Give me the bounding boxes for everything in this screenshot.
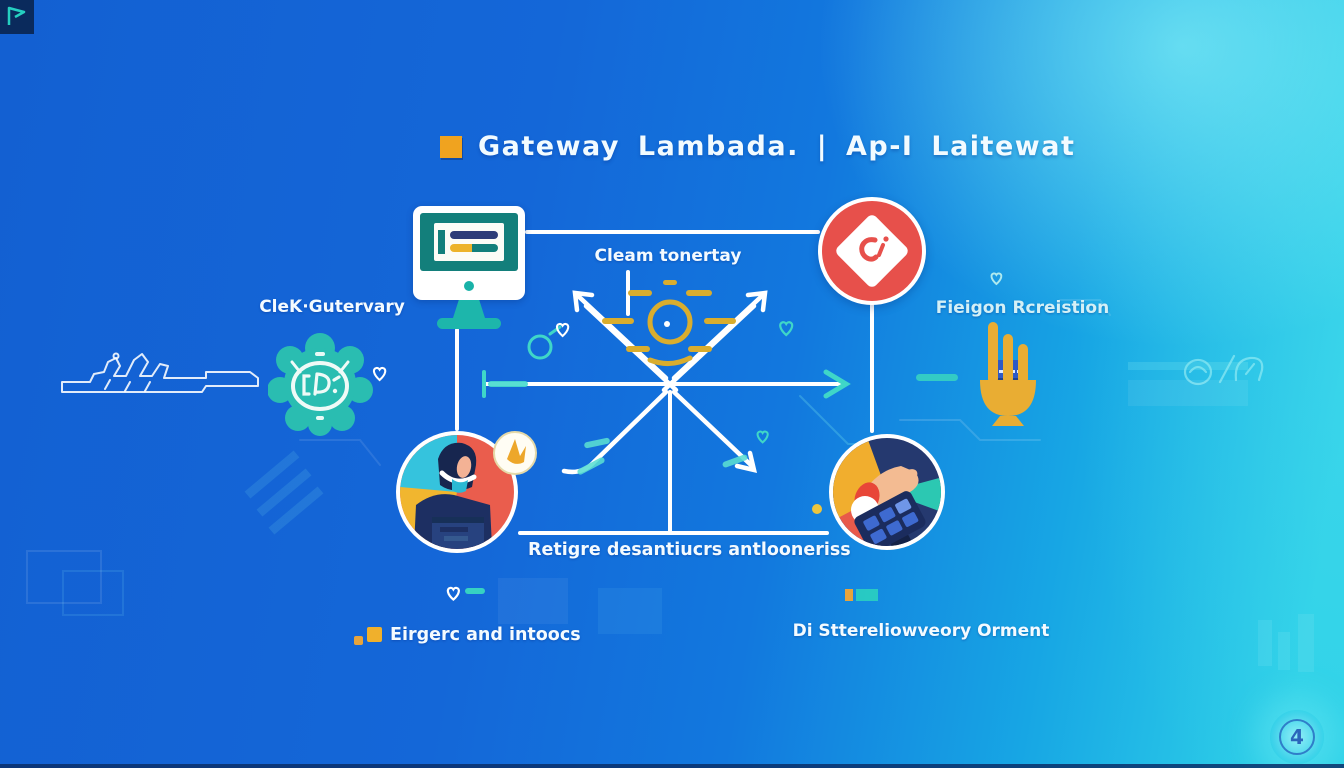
hook-glyph-icon (859, 236, 889, 262)
page-title: Gateway Lambada. | Ap-I Laitewat (440, 131, 1074, 162)
bar (450, 244, 498, 252)
arrow-horizontal-icon (482, 369, 851, 399)
bar (438, 230, 445, 254)
label-clean: Cleam tonertay (594, 246, 742, 266)
heart-doodle-icon (756, 430, 769, 444)
monitor-screen (420, 213, 518, 271)
sketch-doodle-left-icon (61, 352, 259, 393)
number-badge-icon: 4 (1270, 710, 1324, 764)
label-bottom-left: Eirgerc and intoocs (390, 625, 581, 645)
corner-mark (0, 0, 34, 34)
monitor-icon (413, 206, 525, 336)
orange-square-icon (354, 636, 363, 645)
alert-diamond-icon (818, 197, 926, 305)
yellow-dot (812, 504, 822, 514)
label-process: Retigre desantiucrs antlooneriss (528, 540, 851, 560)
heart-doodle-icon (990, 272, 1003, 286)
heart-doodle-icon (555, 322, 570, 338)
orange-square-icon (845, 589, 853, 601)
label-gateway: CleK·Gutervary (259, 297, 405, 317)
flame-badge-icon (493, 431, 537, 475)
monitor-body (413, 206, 525, 300)
teal-dashes (577, 437, 748, 475)
label-recognition: Fieigon Rcreistion (935, 298, 1110, 318)
alert-diamond (833, 212, 911, 290)
teal-square-icon (856, 589, 878, 601)
arrow-down-left-icon (561, 389, 669, 475)
person-avatar-icon (396, 431, 537, 553)
hand-trophy-icon (980, 322, 1036, 426)
sun-icon (602, 280, 736, 366)
bottom-strip (0, 764, 1344, 768)
monitor-panel (434, 223, 504, 261)
arrow-down-right-icon (671, 389, 758, 474)
page-title-text: Gateway Lambada. | Ap-I Laitewat (478, 131, 1076, 162)
teal-dash (916, 374, 958, 381)
hands-calculator-icon (829, 434, 945, 550)
orange-square-icon (440, 135, 462, 158)
gear-blob-icon (268, 333, 373, 436)
orange-square-icon (367, 627, 382, 642)
number-badge-ring: 4 (1279, 719, 1315, 755)
sketch-doodle-right-icon (1183, 354, 1264, 386)
heart-doodle-icon (372, 366, 387, 382)
monitor-base (437, 318, 501, 329)
number-badge-value: 4 (1290, 725, 1304, 749)
heart-doodle-icon (779, 321, 794, 337)
bar (450, 231, 498, 239)
heart-doodle-icon (446, 586, 460, 602)
monitor-dot (464, 281, 474, 291)
circle-doodle-icon (527, 325, 562, 360)
label-bottom-right: Di Sttereliowveory Orment (792, 621, 1050, 641)
teal-dash (465, 588, 485, 594)
flag-icon (7, 6, 26, 25)
monitor-stand (453, 300, 485, 318)
